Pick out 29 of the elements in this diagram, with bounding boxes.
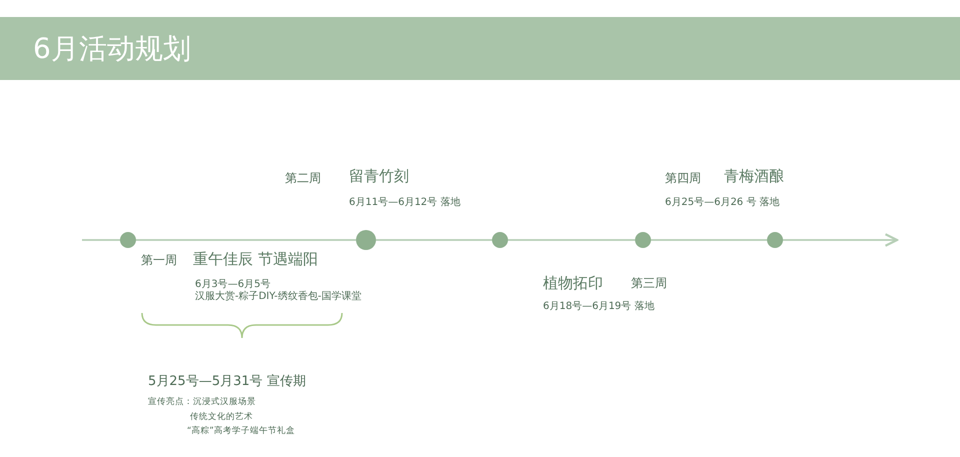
detail-text: 6月3号—6月5号 [195, 279, 270, 290]
timeline-line [82, 239, 120, 241]
timeline-line [376, 239, 492, 241]
timeline-dot [120, 232, 136, 248]
week-label: 第三周 [631, 277, 667, 291]
arrow [783, 233, 898, 247]
timeline-dot [767, 232, 783, 248]
detail-text: 宣传亮点：沉浸式汉服场景 [148, 398, 256, 408]
activity-title: 植物拓印 [543, 275, 603, 292]
title: 6月活动规划 [33, 31, 191, 67]
detail-text: “高粽”高考学子端午节礼盒 [187, 427, 295, 437]
detail-text: 传统文化的艺术 [190, 413, 253, 423]
timeline-dot [492, 232, 508, 248]
activity-title: 重午佳辰 节遇端阳 [193, 251, 318, 268]
period-heading: 5月25号—5月31号 宣传期 [148, 375, 306, 390]
activity-title: 青梅酒酿 [724, 168, 784, 186]
timeline-line [651, 239, 767, 241]
detail-text: 6月18号—6月19号 落地 [543, 301, 654, 312]
detail-text: 汉服大赏-粽子DIY-绣纹香包-国学课堂 [195, 291, 362, 302]
week-label: 第二周 [285, 172, 321, 186]
timeline-line [136, 239, 356, 241]
timeline-line [508, 239, 635, 241]
activity-title: 留青竹刻 [349, 168, 409, 186]
week-label: 第四周 [665, 172, 701, 186]
detail-text: 6月25号—6月26 号 落地 [665, 197, 780, 208]
timeline-dot [635, 232, 651, 248]
timeline-dot [356, 230, 376, 250]
week-label: 第一周 [141, 254, 177, 268]
detail-text: 6月11号—6月12号 落地 [349, 197, 460, 208]
